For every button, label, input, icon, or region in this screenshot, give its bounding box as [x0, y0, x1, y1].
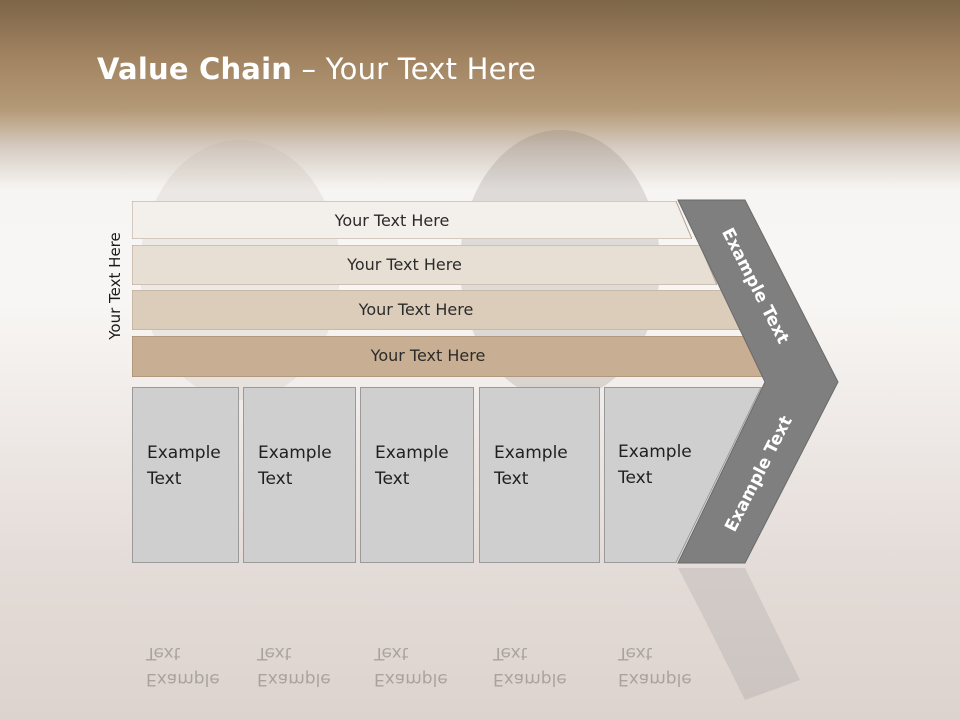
activity-box-1-line2: Text — [147, 469, 182, 489]
activity-box-5-line1: Example — [618, 442, 692, 462]
value-bar-4-shape — [132, 336, 764, 377]
value-bar-4[interactable]: Your Text Here — [132, 336, 764, 377]
slide-title: Value Chain – Your Text Here — [97, 52, 536, 86]
activity-box-5-shape — [604, 387, 762, 563]
activity-box-3-line1: Example — [375, 443, 449, 463]
value-bar-2-label: Your Text Here — [347, 254, 462, 274]
activity-box-3[interactable]: Example Text — [360, 387, 474, 563]
value-bar-2-shape — [132, 245, 717, 285]
value-bar-3[interactable]: Your Text Here — [132, 290, 740, 330]
activity-box-4-line1: Example — [494, 443, 568, 463]
value-bar-4-label: Your Text Here — [370, 345, 486, 365]
activity-box-1[interactable]: Example Text — [132, 387, 239, 563]
activity-box-2[interactable]: Example Text — [243, 387, 356, 563]
activity-box-3-line2: Text — [375, 469, 410, 489]
value-bar-1-shape — [132, 201, 692, 239]
value-bar-2[interactable]: Your Text Here — [132, 245, 717, 285]
activity-box-2-line2: Text — [258, 469, 293, 489]
value-bar-1-label: Your Text Here — [334, 210, 450, 230]
activity-box-1-line1: Example — [147, 443, 221, 463]
value-bar-3-label: Your Text Here — [358, 299, 474, 319]
title-bold: Value Chain — [97, 52, 293, 86]
activity-box-5[interactable]: Example Text — [604, 387, 762, 563]
value-bar-3-shape — [132, 290, 740, 330]
activity-box-4-line2: Text — [494, 469, 529, 489]
value-bar-1[interactable]: Your Text Here — [132, 201, 692, 239]
activity-box-2-line1: Example — [258, 443, 332, 463]
activity-box-4[interactable]: Example Text — [479, 387, 600, 563]
title-rest: – Your Text Here — [292, 52, 537, 86]
activity-box-5-line2: Text — [618, 468, 653, 488]
